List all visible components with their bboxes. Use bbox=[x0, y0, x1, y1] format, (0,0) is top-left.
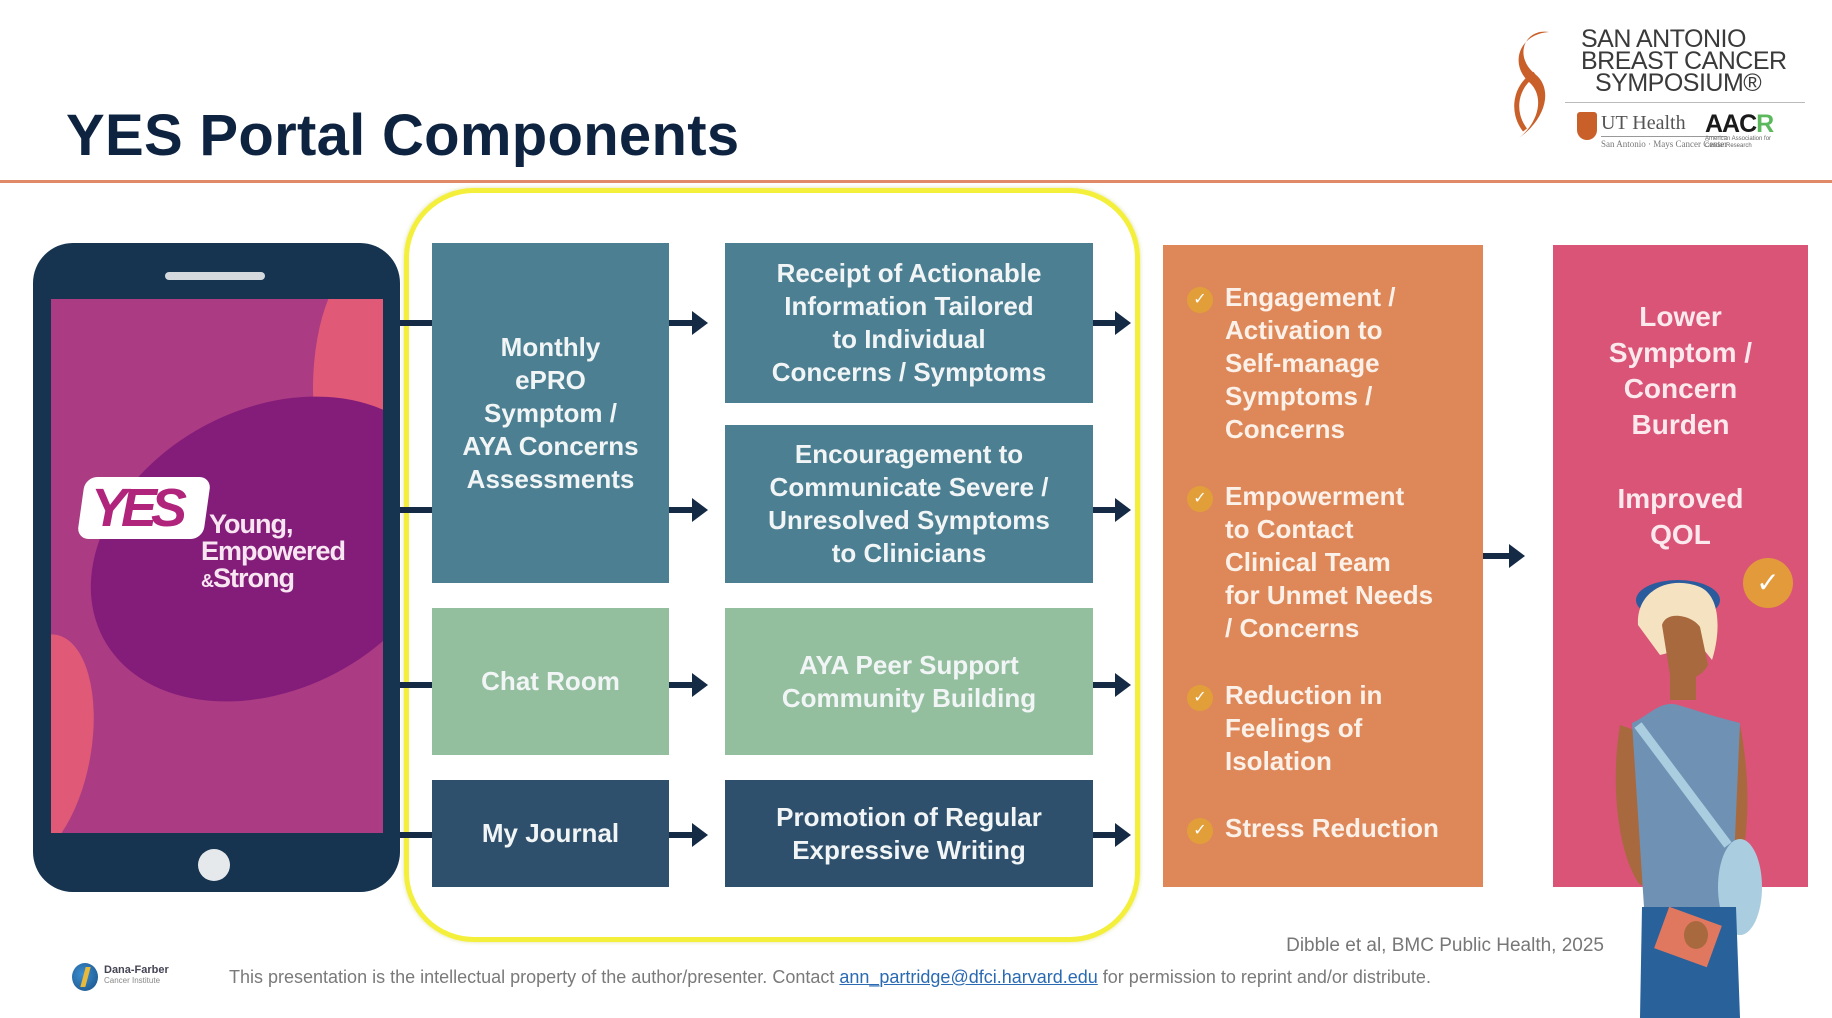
outcome-improved-qol: Improved QOL bbox=[1617, 483, 1744, 550]
title-divider bbox=[0, 180, 1832, 183]
arrow-right-icon bbox=[669, 311, 708, 335]
check-icon: ✓ bbox=[1187, 818, 1213, 844]
ut-health-logo: UT Health bbox=[1601, 112, 1686, 134]
arrow-right-icon bbox=[1483, 544, 1525, 568]
check-icon: ✓ bbox=[1187, 685, 1213, 711]
aacr-logo: AACR bbox=[1705, 110, 1774, 138]
arrow-right-icon bbox=[1093, 311, 1131, 335]
ribbon-icon bbox=[1514, 31, 1549, 138]
sabcs-wordmark: SAN ANTONIO BREAST CANCER SYMPOSIUM® bbox=[1581, 25, 1787, 97]
mechanism-expressive-writing: Promotion of Regular Expressive Writing bbox=[725, 780, 1093, 887]
arrow-right-icon bbox=[1093, 673, 1131, 697]
component-chat-room: Chat Room bbox=[432, 608, 669, 755]
ut-shield-icon bbox=[1577, 112, 1597, 140]
contact-email-link[interactable]: ann_partridge@dfci.harvard.edu bbox=[839, 967, 1098, 987]
arrow-right-icon bbox=[1093, 823, 1131, 847]
mechanism-peer-support: AYA Peer Support Community Building bbox=[725, 608, 1093, 755]
intermediate-outcomes-panel: ✓ Engagement / Activation to Self-manage… bbox=[1163, 245, 1483, 887]
check-icon: ✓ bbox=[1187, 486, 1213, 512]
phone-screen: YES Young, Empowered &Strong bbox=[51, 299, 383, 833]
component-my-journal: My Journal bbox=[432, 780, 669, 887]
yes-tagline: Young, Empowered &Strong bbox=[201, 509, 346, 593]
slide-title: YES Portal Components bbox=[66, 103, 740, 168]
phone-home-button bbox=[198, 849, 230, 881]
outcome-symptom-burden: Lower Symptom / Concern Burden bbox=[1608, 301, 1753, 440]
sabcs-logo: SAN ANTONIO BREAST CANCER SYMPOSIUM® UT … bbox=[1505, 22, 1825, 172]
ut-health-sub: San Antonio · Mays Cancer Center bbox=[1601, 136, 1728, 149]
mechanism-communicate-symptoms: Encouragement to Communicate Severe / Un… bbox=[725, 425, 1093, 583]
outcome-item: ✓ Stress Reduction bbox=[1187, 812, 1439, 845]
final-outcomes-panel: Lower Symptom / Concern Burden Improved … bbox=[1553, 245, 1808, 887]
check-badge-icon: ✓ bbox=[1743, 558, 1793, 608]
aacr-sub: American Association for Cancer Research bbox=[1705, 136, 1772, 149]
arrow-right-icon bbox=[669, 823, 708, 847]
connector bbox=[400, 320, 432, 326]
connector bbox=[400, 682, 432, 688]
yes-logo-text: YES bbox=[91, 478, 187, 538]
arrow-right-icon bbox=[1093, 498, 1131, 522]
dana-farber-wordmark: Dana-Farber Cancer Institute bbox=[104, 964, 169, 986]
dana-farber-logo-icon bbox=[72, 963, 98, 991]
connector bbox=[400, 507, 432, 513]
outcome-item: ✓ Engagement / Activation to Self-manage… bbox=[1187, 281, 1395, 446]
outcome-item: ✓ Reduction in Feelings of Isolation bbox=[1187, 679, 1382, 778]
phone-illustration: YES Young, Empowered &Strong bbox=[33, 243, 400, 892]
connector bbox=[400, 832, 432, 838]
screen-decoration bbox=[51, 625, 111, 833]
logo-divider bbox=[1565, 102, 1805, 103]
arrow-right-icon bbox=[669, 498, 708, 522]
citation: Dibble et al, BMC Public Health, 2025 bbox=[1286, 935, 1604, 956]
outcome-item: ✓ Empowerment to Contact Clinical Team f… bbox=[1187, 480, 1433, 645]
arrow-right-icon bbox=[669, 673, 708, 697]
portal-components-highlight bbox=[404, 188, 1140, 942]
check-icon: ✓ bbox=[1187, 287, 1213, 313]
young-woman-illustration bbox=[1615, 580, 1762, 1018]
copyright-notice: This presentation is the intellectual pr… bbox=[229, 967, 1431, 987]
mechanism-actionable-information: Receipt of Actionable Information Tailor… bbox=[725, 243, 1093, 403]
phone-speaker bbox=[165, 272, 265, 280]
component-epro-assessments: Monthly ePRO Symptom / AYA Concerns Asse… bbox=[432, 243, 669, 583]
